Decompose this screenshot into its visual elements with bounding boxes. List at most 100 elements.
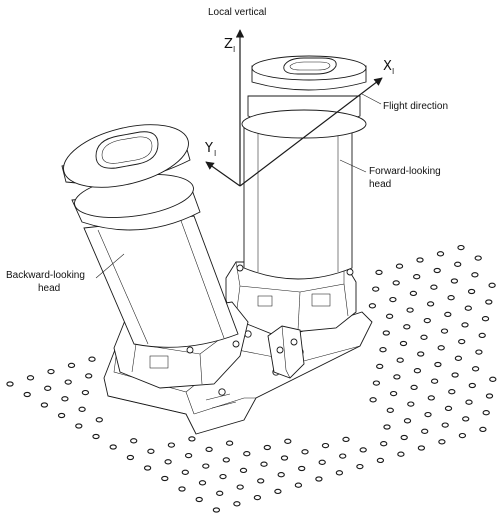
x-axis-arrow (239, 77, 383, 187)
mounting-hole (301, 449, 309, 455)
mounting-hole (447, 295, 455, 301)
mounting-hole (356, 463, 364, 470)
mounting-hole (178, 486, 186, 492)
mounting-hole (369, 397, 377, 403)
mounting-hole-grid (6, 244, 497, 513)
mounting-hole (399, 340, 408, 347)
mounting-hole (462, 416, 470, 422)
mounting-hole (85, 373, 93, 379)
mounting-hole (397, 451, 405, 457)
mounting-hole (198, 480, 207, 486)
mounting-hole (489, 376, 497, 382)
mounting-hole (181, 469, 189, 475)
mounting-hole (147, 448, 155, 454)
mounting-hole (403, 324, 411, 330)
coordinate-axes (205, 29, 383, 187)
mounting-hole (315, 476, 323, 482)
mounting-hole (143, 465, 152, 471)
mounting-hole (400, 434, 408, 441)
mounting-hole (380, 441, 388, 447)
mounting-hole (195, 496, 203, 503)
mounting-hole (375, 269, 383, 276)
mounting-hole (294, 482, 303, 488)
mounting-hole (253, 494, 262, 501)
mounting-hole (236, 484, 244, 490)
mounting-hole (164, 459, 172, 465)
mounting-hole (44, 385, 52, 391)
mounting-hole (202, 463, 210, 469)
mounting-hole (430, 378, 439, 384)
mounting-hole (471, 272, 479, 278)
z-axis-label: Z (224, 37, 233, 52)
mounting-hole (383, 424, 391, 430)
backward-head-label-line1: Backward-looking (6, 270, 85, 281)
mounting-hole (233, 501, 241, 507)
mounting-hole (467, 288, 476, 295)
local-vertical-label: Local vertical (208, 7, 266, 18)
mounting-hole (81, 389, 90, 396)
mounting-hole (257, 478, 265, 484)
mounting-hole (423, 317, 431, 324)
mounting-hole (454, 355, 463, 361)
mounting-hole (403, 418, 412, 424)
mounting-hole (67, 362, 76, 369)
mounting-hole (457, 244, 465, 251)
z-axis-subscript: l (233, 45, 235, 54)
x-axis-label: X (383, 59, 392, 74)
mounting-hole (448, 389, 456, 395)
mounting-hole (438, 439, 446, 445)
mounting-hole (444, 405, 453, 412)
mounting-hole (409, 290, 418, 297)
mounting-hole (389, 296, 397, 303)
mounting-hole (222, 457, 230, 463)
mounting-hole (417, 351, 425, 357)
mounting-hole (458, 432, 467, 439)
flight-direction-label: Flight direction (383, 101, 448, 112)
mounting-hole (88, 356, 96, 362)
flight-direction-leader (361, 93, 382, 105)
mounting-hole (413, 368, 422, 374)
mounting-hole (280, 455, 289, 461)
mounting-hole (458, 338, 466, 345)
backward-looking-head (61, 124, 249, 389)
mounting-hole (434, 361, 442, 368)
mounting-hole (216, 490, 224, 496)
mounting-hole (359, 447, 367, 453)
mounting-hole (420, 334, 428, 340)
mounting-hole (277, 472, 285, 478)
forward-head-label-line1: Forward-looking (369, 166, 441, 177)
mounting-hole (426, 301, 435, 307)
mounting-hole (396, 357, 404, 363)
mounting-hole (109, 444, 117, 450)
mounting-hole (376, 363, 384, 370)
mounting-hole (421, 428, 429, 434)
mounting-hole (430, 284, 438, 290)
backward-head-label-line2: head (38, 283, 60, 294)
mounting-hole (481, 316, 490, 322)
mounting-hole (379, 347, 387, 353)
mounting-hole (318, 459, 326, 465)
mounting-hole (376, 457, 385, 464)
mounting-hole (321, 442, 330, 449)
mounting-hole (437, 345, 445, 351)
mounting-hole (61, 396, 69, 402)
mounting-hole (274, 488, 282, 495)
y-axis-subscript: l (214, 149, 216, 158)
mounting-hole (130, 438, 138, 444)
mounting-hole (407, 401, 415, 407)
mounting-hole (167, 442, 176, 448)
mounting-hole (436, 251, 445, 257)
mounting-hole (126, 454, 135, 461)
mounting-hole (342, 436, 350, 443)
mounting-hole (440, 328, 449, 334)
mounting-hole (392, 280, 400, 286)
mounting-hole (385, 313, 394, 319)
mounting-hole (212, 507, 221, 513)
mounting-hole (263, 444, 271, 451)
mounting-hole (219, 473, 227, 480)
mounting-hole (482, 410, 490, 416)
mounting-hole (393, 374, 401, 380)
mounting-hole (464, 305, 472, 311)
mounting-hole (64, 379, 72, 385)
backward-head-leader (95, 253, 125, 279)
